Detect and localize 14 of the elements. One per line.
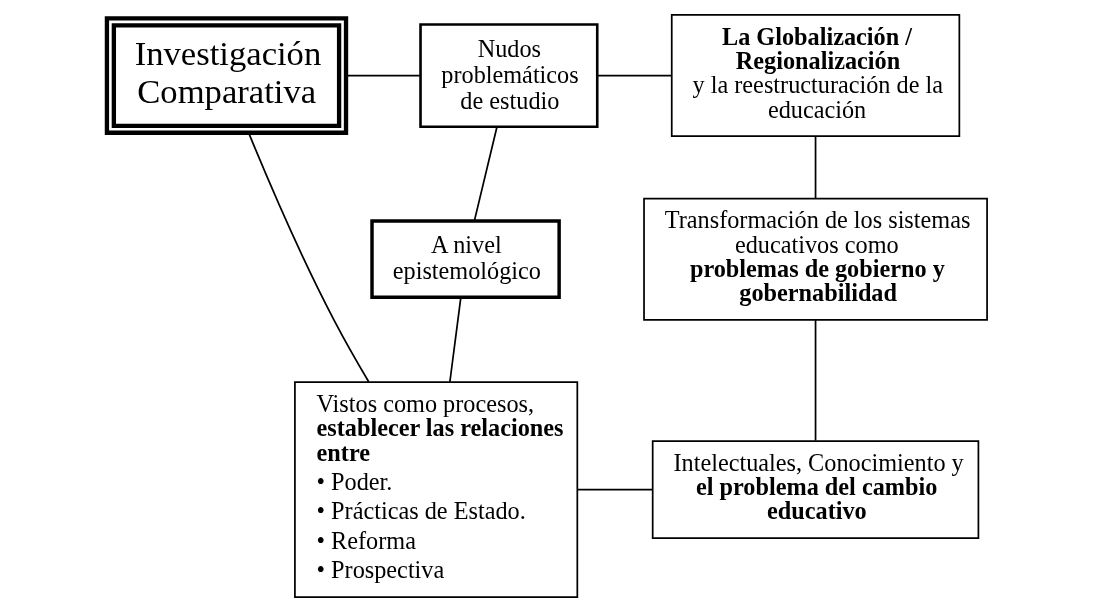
connector	[448, 296, 462, 383]
connector	[472, 126, 498, 222]
node-box: Vistos como procesos, establecer las relaciones entre • Poder. • Prácticas de Estado. • Reforma • Prospectiva	[293, 381, 578, 598]
node-box: Nudos problemáticos de estudio	[418, 23, 599, 128]
connector	[247, 132, 370, 383]
node-box: Intelectuales, Conocimiento y el problema del cambio educativo	[651, 440, 979, 540]
connector	[814, 135, 816, 200]
connector	[576, 488, 653, 491]
connector	[596, 74, 672, 77]
connector	[814, 319, 816, 442]
node-box: La Globalización / Regionalización y la reestructuración de la educación	[670, 14, 960, 138]
node-box: Transformación de los sistemas educativos como problemas de gobierno y gobernabilidad	[642, 197, 988, 321]
node-box: Investigación Comparativa	[104, 16, 348, 135]
node-box: A nivel epistemológico	[369, 219, 561, 300]
